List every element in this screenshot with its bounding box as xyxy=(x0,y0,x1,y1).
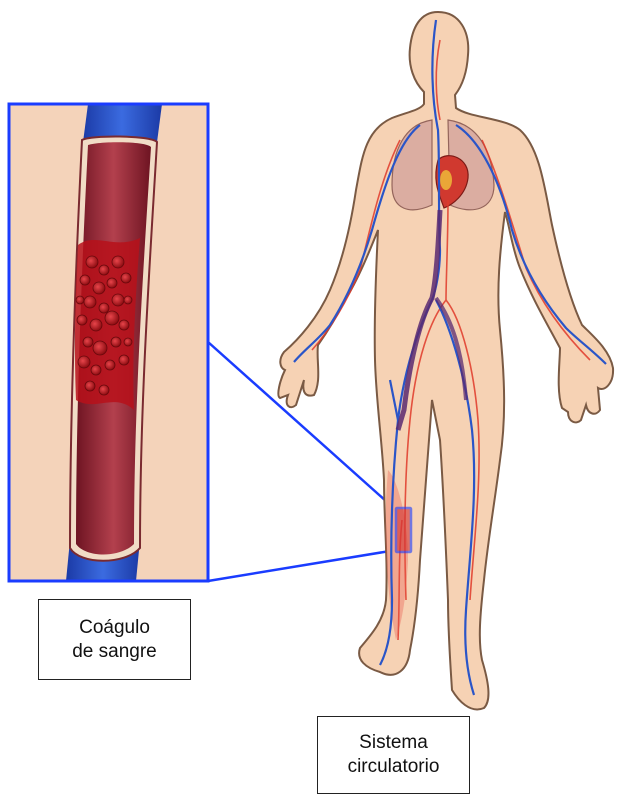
clot-location-marker xyxy=(396,508,411,552)
body-silhouette xyxy=(278,12,613,709)
system-label-line1: Sistema xyxy=(359,731,428,755)
clot-zoom-inset xyxy=(9,104,208,581)
clot-label-line2: de sangre xyxy=(72,640,157,664)
human-body-figure xyxy=(278,12,613,709)
system-label-line2: circulatorio xyxy=(348,755,440,779)
clot-label-line1: Coágulo xyxy=(79,616,150,640)
system-label-box: Sistema circulatorio xyxy=(317,716,470,794)
clot-label-box: Coágulo de sangre xyxy=(38,599,191,680)
